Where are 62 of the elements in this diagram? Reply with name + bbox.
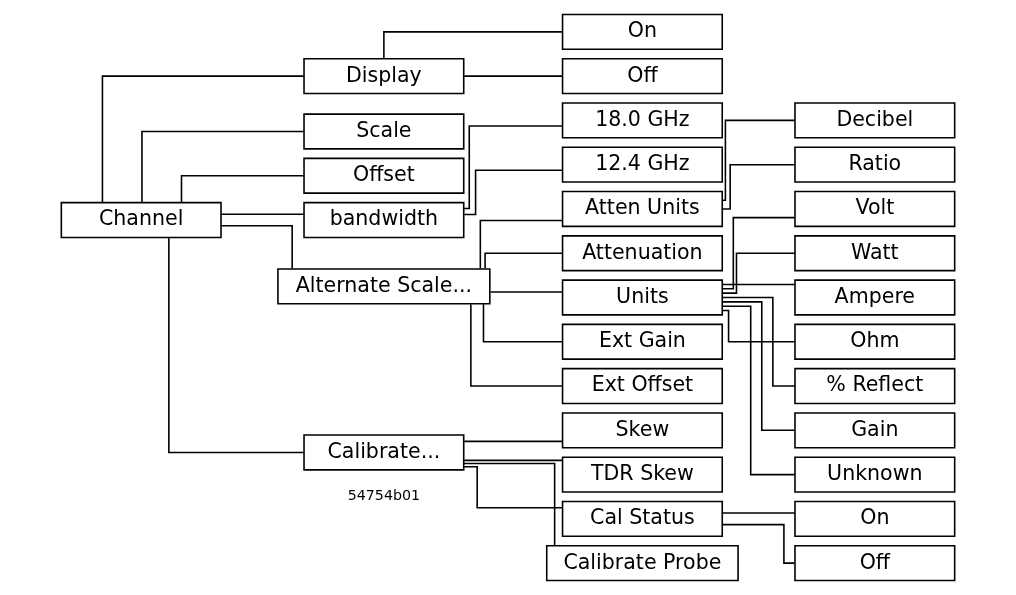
node-box: Gain	[794, 412, 956, 449]
connector	[220, 213, 305, 215]
node-box: Decibel	[794, 102, 956, 139]
connector	[470, 303, 563, 387]
node-box: Volt	[794, 190, 956, 228]
connector	[484, 252, 564, 270]
node-box: Atten Units	[561, 190, 724, 228]
connector	[489, 291, 563, 293]
connector	[463, 125, 564, 210]
connector	[721, 283, 796, 286]
node-box: Ext Gain	[561, 323, 724, 360]
node-box: Alternate Scale...	[277, 268, 491, 305]
node-box: Attenuation	[561, 235, 724, 272]
connector	[721, 119, 796, 202]
connector	[722, 296, 796, 387]
node-box: Skew	[561, 412, 724, 449]
connector	[141, 130, 305, 204]
connector	[463, 440, 564, 443]
node-box: bandwidth	[303, 201, 465, 239]
connector	[722, 216, 796, 290]
node-box: Watt	[794, 235, 956, 272]
connector	[721, 163, 796, 210]
connector	[721, 523, 796, 564]
connector	[721, 301, 796, 432]
node-box: Cal Status	[561, 500, 724, 538]
connector	[463, 459, 564, 462]
node-box: Off	[794, 544, 956, 582]
connector	[220, 225, 293, 270]
connector	[462, 462, 556, 547]
connector	[463, 75, 564, 77]
node-box: Offset	[303, 157, 465, 194]
connector	[463, 169, 564, 216]
node-box: Unknown	[794, 456, 956, 493]
connector	[721, 309, 796, 343]
node-box: On	[561, 13, 724, 51]
node-box: Scale	[303, 113, 465, 150]
node-box: Calibrate Probe	[545, 544, 739, 582]
node-box: Channel	[60, 201, 222, 239]
connector	[482, 303, 564, 343]
node-box: Ratio	[794, 146, 956, 183]
node-box: Ampere	[794, 279, 956, 316]
node-box: Units	[561, 279, 724, 316]
connector	[479, 219, 564, 270]
connector	[180, 174, 305, 204]
connector	[721, 305, 796, 476]
connector	[101, 75, 305, 204]
node-box: 18.0 GHz	[561, 102, 724, 139]
connector	[168, 236, 305, 454]
connector	[721, 512, 796, 514]
node-box: Off	[561, 57, 724, 95]
node-box: TDR Skew	[561, 456, 724, 493]
node-box: Ext Offset	[561, 367, 724, 405]
connector	[721, 252, 796, 294]
node-box: Ohm	[794, 323, 956, 360]
label: 54754b01	[347, 487, 421, 504]
node-box: % Reflect	[794, 367, 956, 405]
connector	[383, 31, 563, 60]
node-box: On	[794, 500, 956, 538]
node-box: Calibrate...	[303, 434, 465, 471]
node-box: Display	[303, 57, 465, 95]
connector	[463, 465, 563, 509]
node-box: 12.4 GHz	[561, 146, 724, 183]
